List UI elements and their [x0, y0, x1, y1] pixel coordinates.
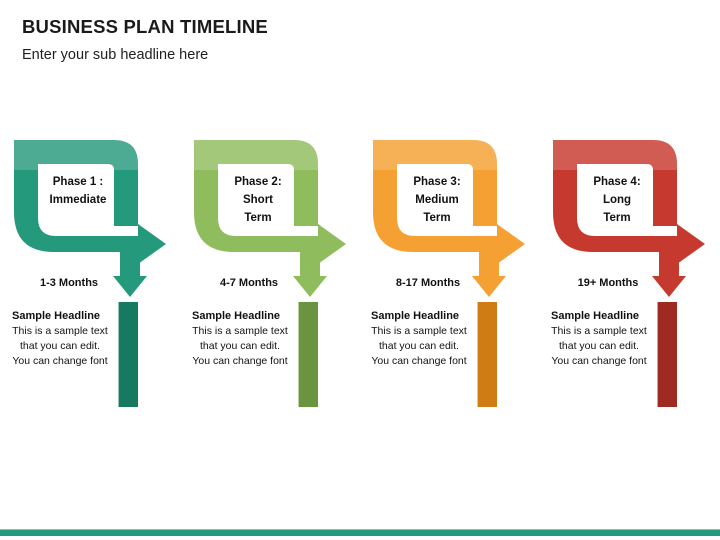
phase-description-line: You can change font — [12, 354, 108, 367]
phase-description: Sample Headline This is a sample text th… — [363, 310, 475, 369]
bottom-accent-bar-highlight — [0, 529, 720, 530]
page-subtitle: Enter your sub headline here — [22, 47, 209, 63]
phase-down-arrow-icon — [652, 250, 686, 297]
phase-title: Phase 1 : Immediate — [26, 174, 130, 210]
bottom-accent-bar — [0, 529, 720, 536]
phase-description-line: that you can edit. — [20, 339, 100, 352]
phase-title-line: Short — [242, 193, 274, 206]
phase-title-line: Term — [423, 211, 451, 224]
phase-description-line: This is a sample text — [371, 325, 467, 337]
phase-title-line: Phase 2: — [234, 176, 282, 188]
phase-title-line: Medium — [415, 193, 459, 206]
phase-down-arrow-icon — [113, 250, 147, 297]
phase-description-line: that you can edit. — [379, 339, 459, 352]
phase-description-line: You can change font — [551, 354, 647, 367]
phase-down-arrow-icon — [293, 250, 327, 297]
phase-description-line: This is a sample text — [551, 325, 647, 337]
phase-title-line: Term — [244, 211, 272, 224]
phase-description-line: You can change font — [192, 354, 288, 367]
phase-stem-bar — [118, 302, 138, 407]
phase-description: Sample Headline This is a sample text th… — [184, 310, 296, 369]
phase-down-arrow-icon — [472, 250, 506, 297]
slide-header: BUSINESS PLAN TIMELINE Enter your sub he… — [22, 16, 268, 63]
phase-title-line: Long — [602, 193, 632, 206]
phase-description-headline: Sample Headline — [551, 310, 640, 322]
phase-title-line: Phase 4: — [593, 176, 641, 188]
phase-title-line: Phase 1 : — [52, 176, 104, 188]
phase-duration-label: 8-17 Months — [395, 277, 461, 289]
phase-hook-arrow-icon — [553, 140, 705, 264]
phase-description-headline: Sample Headline — [371, 310, 460, 322]
phase-description-headline: Sample Headline — [12, 310, 101, 322]
phase-title-line: Phase 3: — [413, 176, 461, 188]
phase-description: Sample Headline This is a sample text th… — [543, 310, 655, 369]
phase-description-line: This is a sample text — [192, 325, 288, 337]
phase-hook-arrow-icon — [14, 140, 166, 264]
phase-description-line: that you can edit. — [559, 339, 639, 352]
phase-title-line: Immediate — [49, 193, 107, 206]
phase-duration-label: 19+ Months — [577, 277, 639, 289]
phase-description-headline: Sample Headline — [192, 310, 281, 322]
phase-hook-arrow-icon — [194, 140, 346, 264]
phase-stem-bar — [657, 302, 677, 407]
phase-description: Sample Headline This is a sample text th… — [4, 310, 116, 369]
phase-column[interactable]: Phase 1 : Immediate 1-3 Months Sample Hea… — [0, 132, 180, 412]
phase-title-line: Term — [603, 211, 631, 224]
phase-stem-bar — [298, 302, 318, 407]
page-title: BUSINESS PLAN TIMELINE — [22, 16, 268, 37]
phase-description-line: You can change font — [371, 354, 467, 367]
phase-hook-arrow-icon — [373, 140, 525, 264]
phase-duration-label: 4-7 Months — [219, 277, 279, 289]
phase-stem-bar — [477, 302, 497, 407]
phase-description-line: This is a sample text — [12, 325, 108, 337]
timeline-diagram: Phase 1 : Immediate 1-3 Months Sample Hea… — [0, 132, 720, 412]
phase-description-line: that you can edit. — [200, 339, 280, 352]
phase-duration-label: 1-3 Months — [39, 277, 99, 289]
